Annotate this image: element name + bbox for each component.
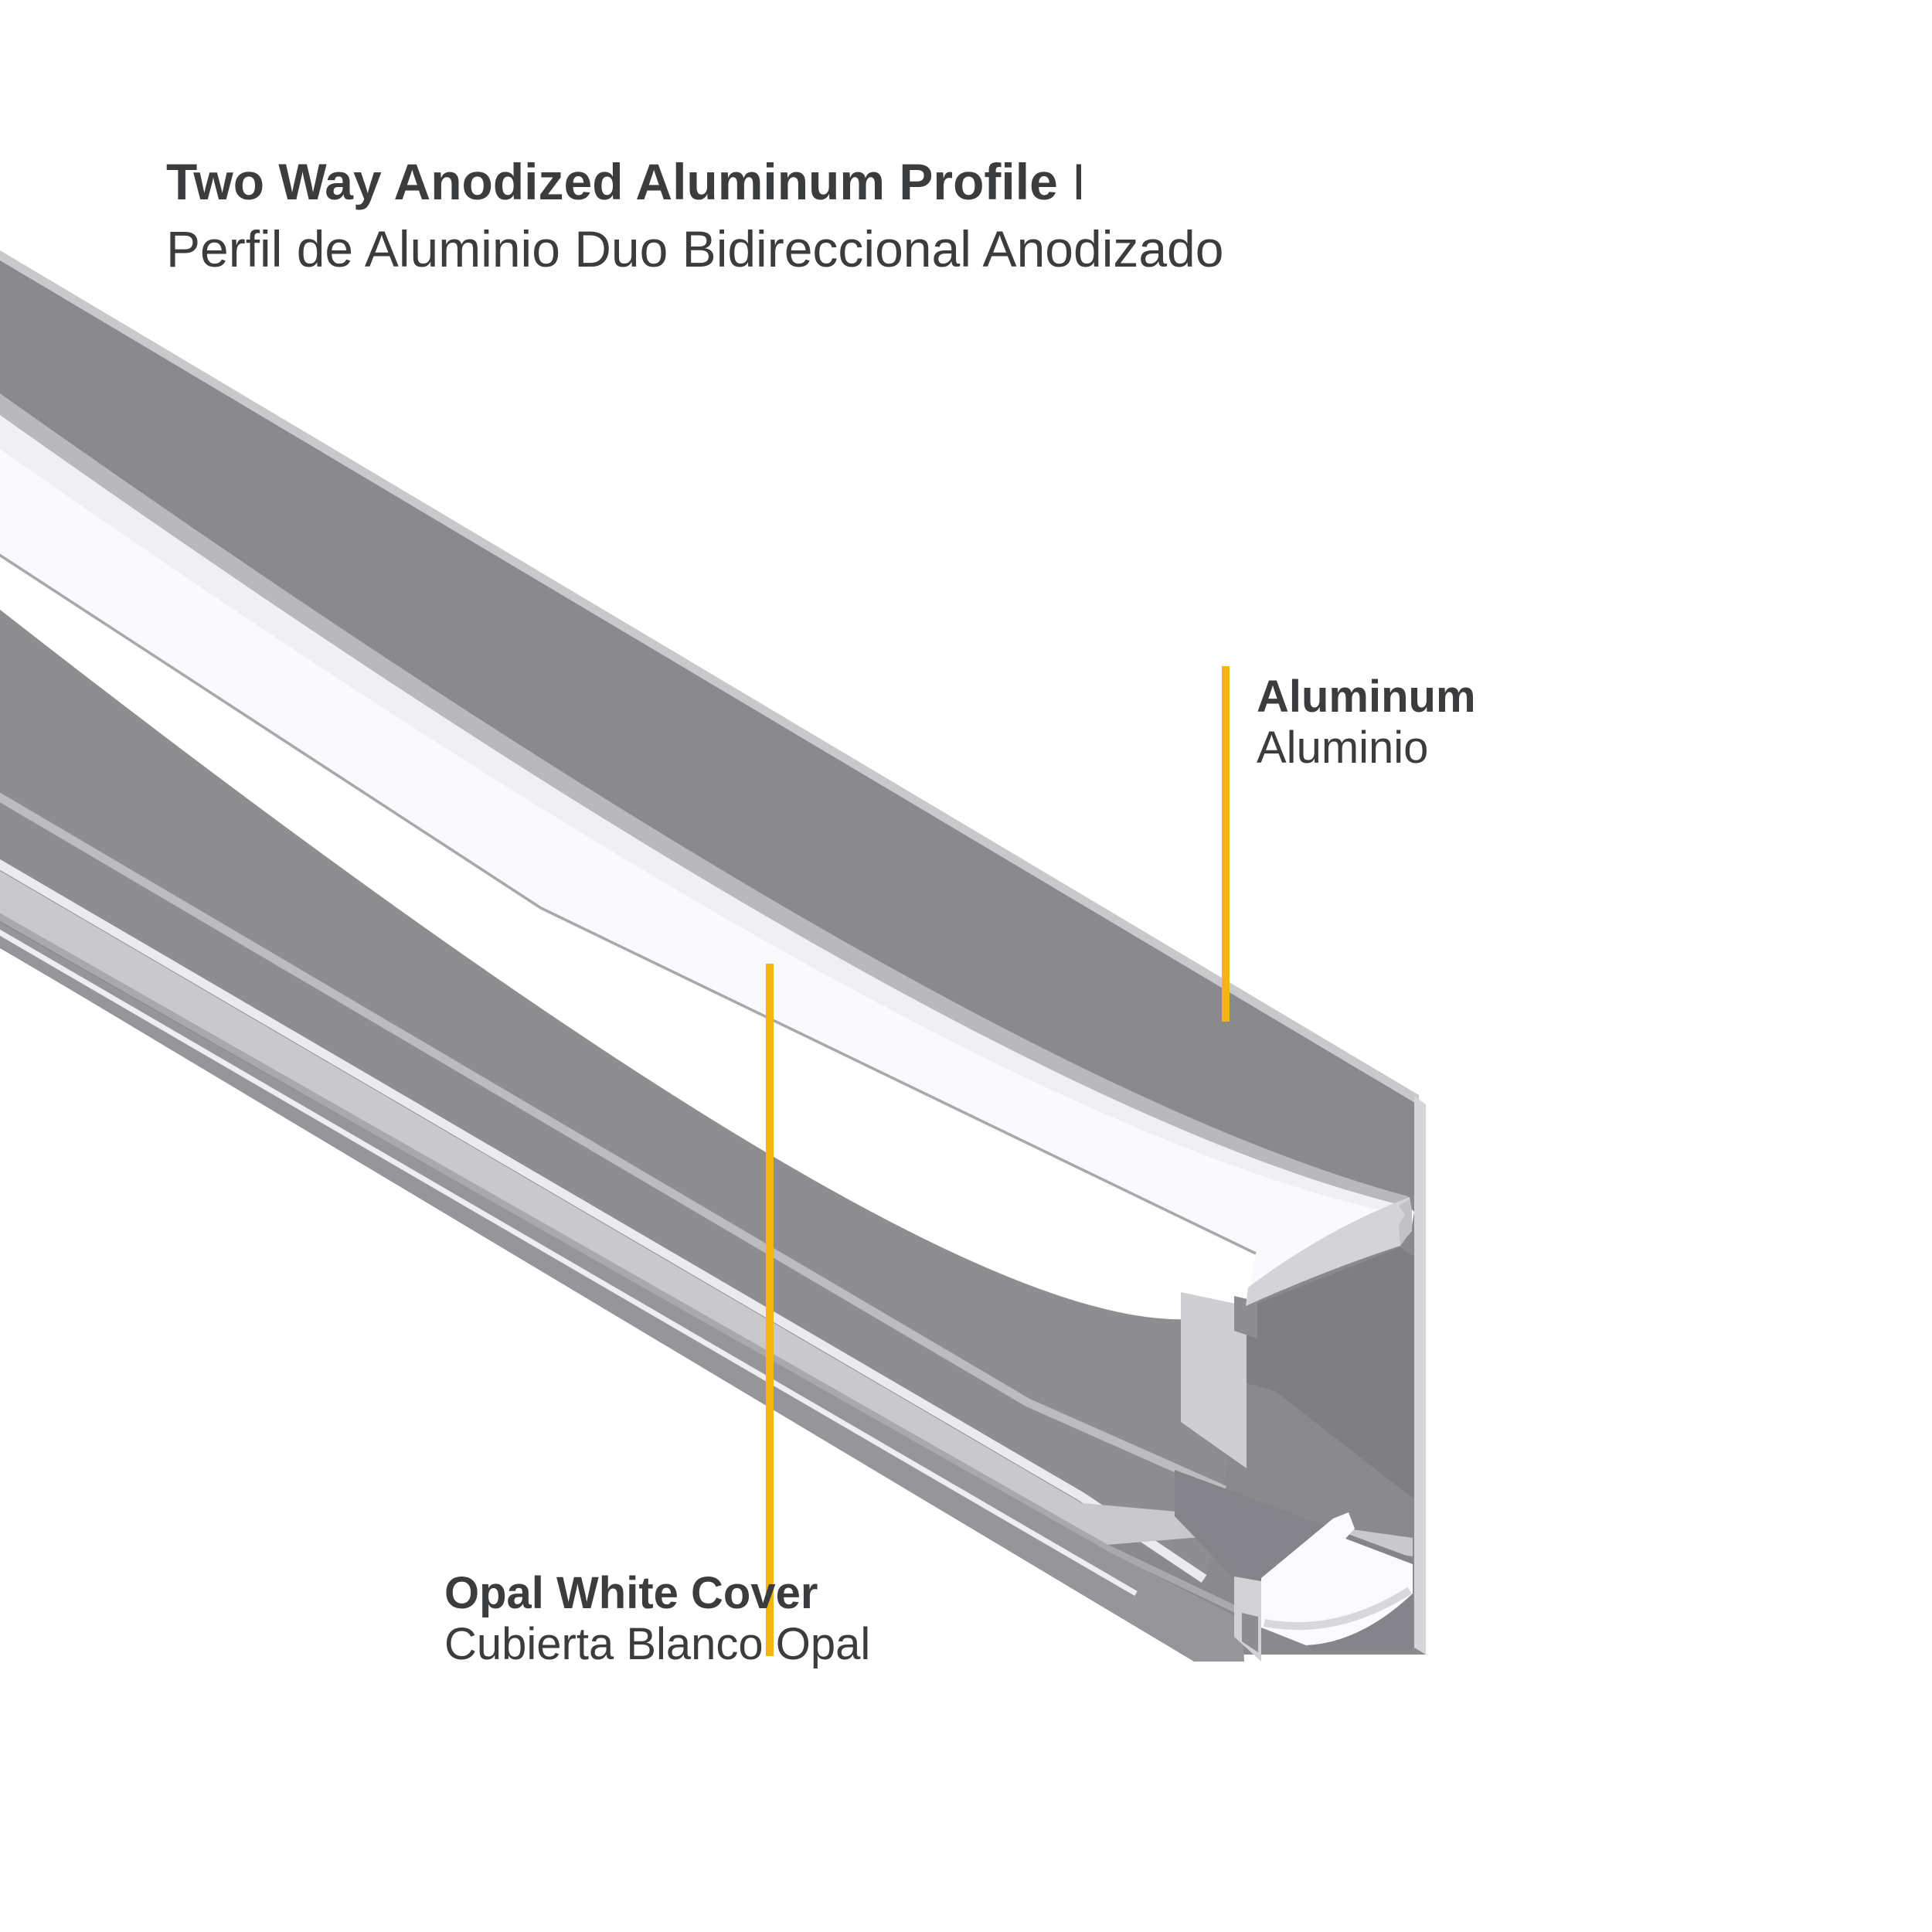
opal-cover-callout: Opal White Cover Cubierta Blanco Opal	[444, 964, 870, 1669]
aluminum-profile-illustration	[0, 250, 1426, 1662]
page-title-es: Perfil de Aluminio Duo Bidireccional Ano…	[166, 220, 1223, 277]
mid-body-clip-notch	[1234, 1296, 1257, 1338]
shelf-white-line	[0, 859, 1207, 1583]
bottom-cover-cut-arc	[1264, 1587, 1412, 1631]
opal-cover-pointer-line	[766, 964, 774, 1656]
mid-band-light-line	[0, 792, 1227, 1495]
aluminum-label-es: Aluminio	[1257, 723, 1428, 773]
opal-cover-bright-zone	[0, 558, 1256, 1318]
shelf-hairline	[0, 913, 1250, 1619]
top-cover-cut-face	[1246, 1197, 1412, 1306]
opal-cover-label-es: Cubierta Blanco Opal	[444, 1619, 870, 1669]
opal-cover-hairline	[0, 553, 1257, 1255]
aluminum-pointer-line	[1222, 666, 1230, 1022]
aluminum-label-en: Aluminum	[1257, 672, 1476, 722]
wall-cut-face	[1414, 1096, 1426, 1655]
bottom-lip-highlight-line	[0, 929, 1138, 1597]
opal-cover-label-en: Opal White Cover	[444, 1568, 818, 1618]
wall-top-edge-highlight	[0, 250, 1419, 1107]
bottom-lip-clip-notch	[1242, 1613, 1258, 1652]
top-channel-shadow	[1247, 1247, 1414, 1499]
top-cover-hook	[1399, 1199, 1412, 1246]
mid-body-cut-face	[1181, 1292, 1247, 1468]
aluminum-callout: Aluminum Aluminio	[1222, 666, 1476, 1022]
